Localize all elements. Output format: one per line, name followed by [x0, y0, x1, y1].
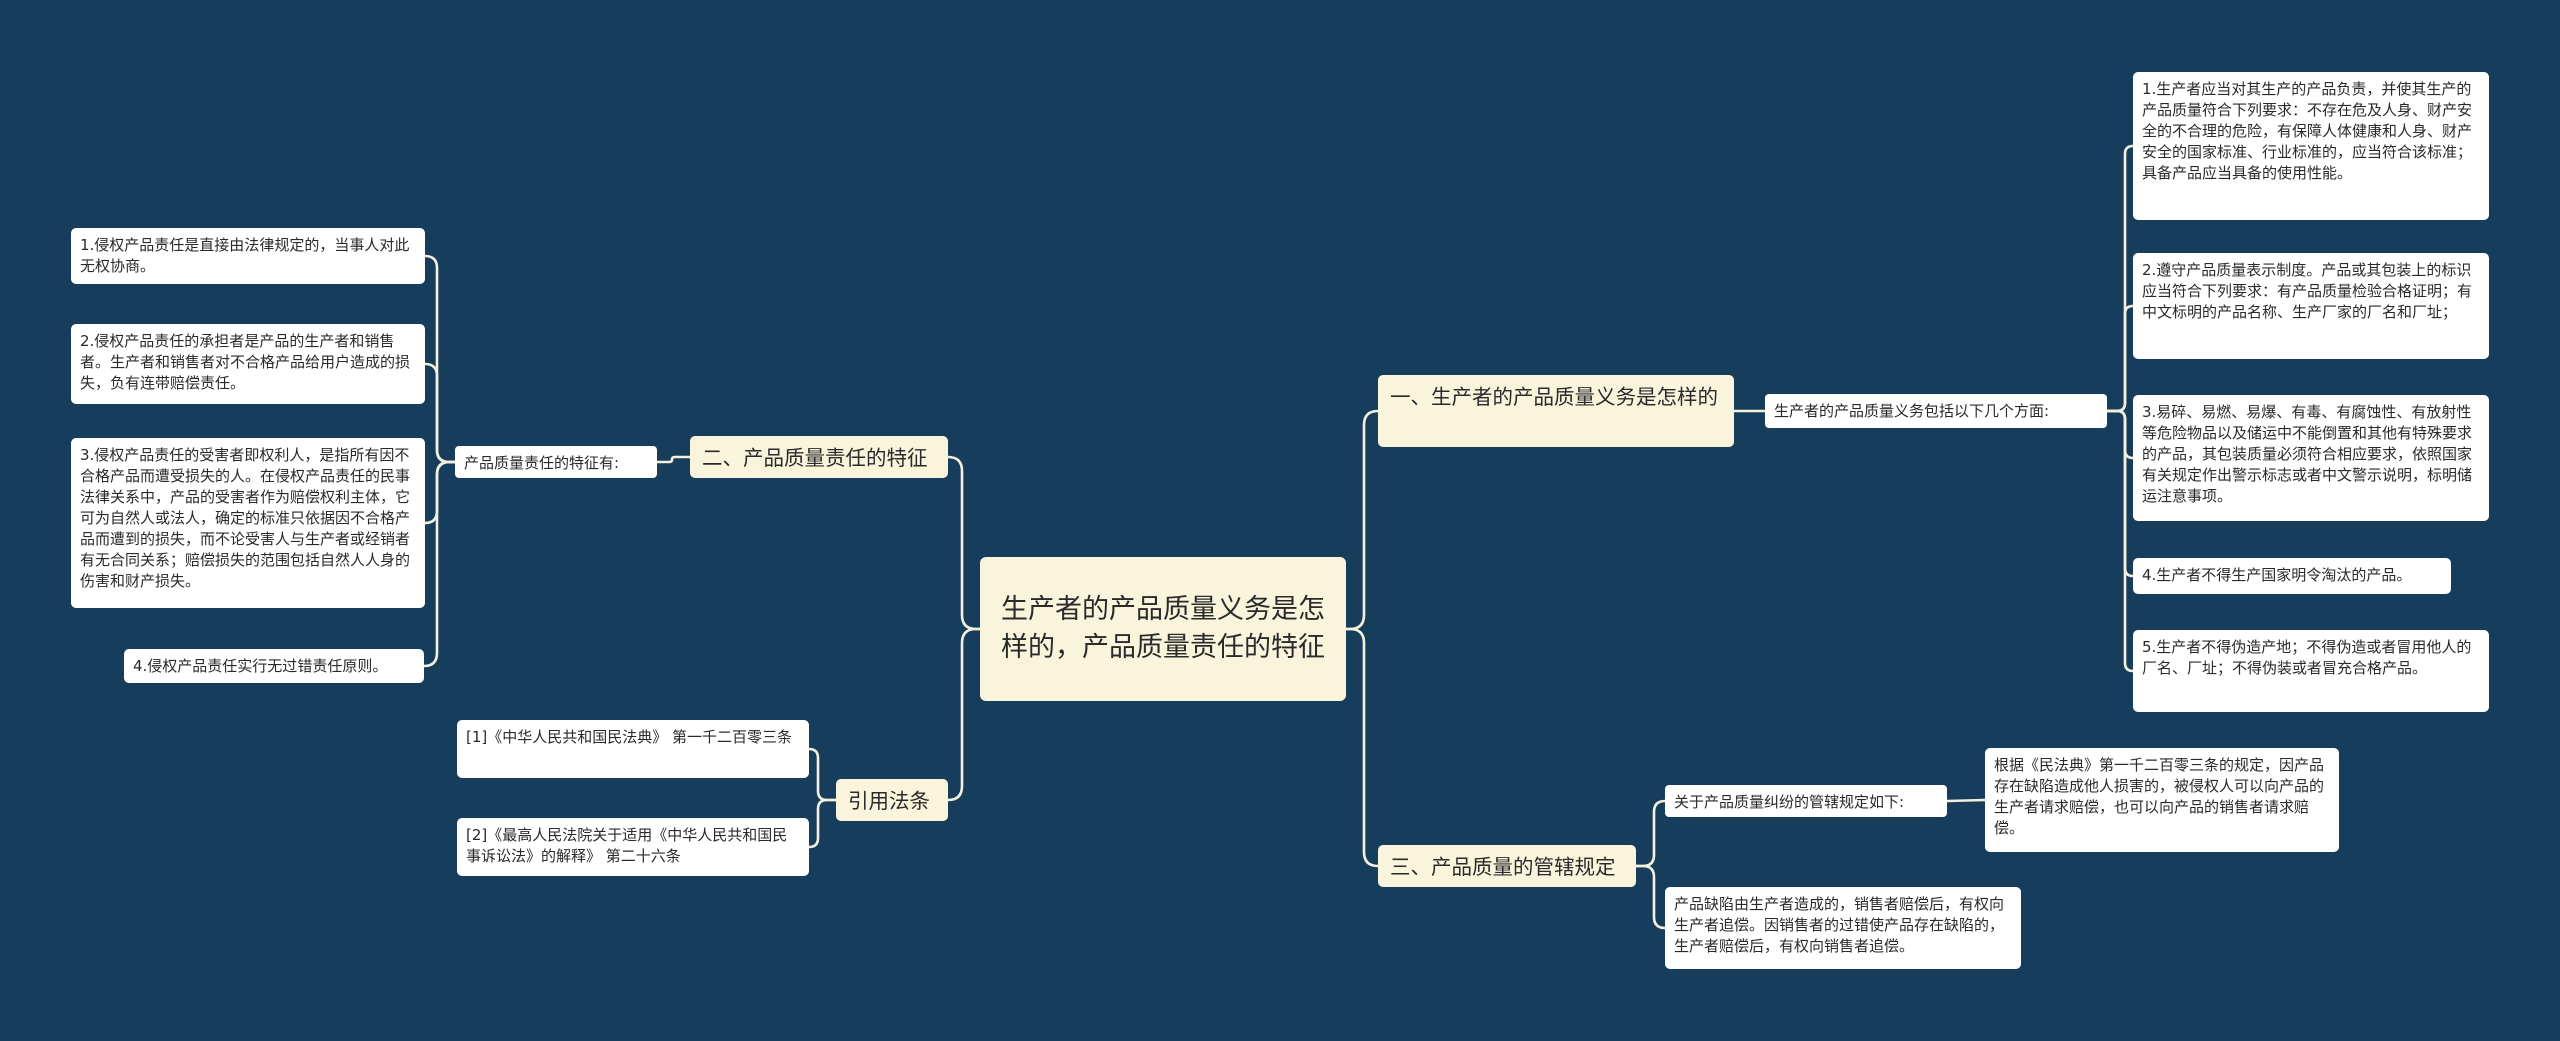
connector-3	[2107, 144, 2134, 413]
branch-law[interactable]: 引用法条	[836, 779, 948, 821]
branch-features[interactable]: 二、产品质量责任的特征	[690, 436, 948, 478]
connector-12	[947, 627, 980, 802]
connector-5	[2107, 409, 2134, 460]
connector-16	[424, 460, 455, 525]
obligation-item-3[interactable]: 3.易碎、易燃、易爆、有毒、有腐蚀性、有放射性等危险物品以及储运中不能倒置和其他…	[2133, 395, 2489, 521]
branch-jurisdiction[interactable]: 三、产品质量的管辖规定	[1378, 845, 1636, 887]
features-item-1[interactable]: 1.侵权产品责任是直接由法律规定的，当事人对此无权协商。	[71, 228, 425, 284]
connector-9	[1636, 864, 1666, 930]
connector-6	[2107, 409, 2134, 578]
connector-17	[423, 460, 455, 668]
connector-18	[808, 747, 836, 802]
law-item-1[interactable]: [1]《中华人民共和国民法典》 第一千二百零三条	[457, 720, 809, 778]
features-item-4[interactable]: 4.侵权产品责任实行无过错责任原则。	[124, 649, 424, 683]
connector-1	[1346, 627, 1379, 868]
connector-0	[1346, 409, 1379, 631]
connector-11	[947, 455, 980, 631]
features-item-3[interactable]: 3.侵权产品责任的受害者即权利人，是指所有因不合格产品而遭受损失的人。在侵权产品…	[71, 438, 425, 608]
features-label[interactable]: 产品质量责任的特征有:	[455, 446, 657, 478]
connector-15	[424, 362, 455, 464]
obligation-item-1[interactable]: 1.生产者应当对其生产的产品负责，并使其生产的产品质量符合下列要求：不存在危及人…	[2133, 72, 2489, 220]
root-topic[interactable]: 生产者的产品质量义务是怎样的，产品质量责任的特征	[980, 557, 1346, 701]
obligation-item-5[interactable]: 5.生产者不得伪造产地；不得伪造或者冒用他人的厂名、厂址；不得伪装或者冒充合格产…	[2133, 630, 2489, 712]
connector-13	[657, 455, 690, 464]
branch-obligation[interactable]: 一、生产者的产品质量义务是怎样的	[1378, 375, 1734, 447]
obligation-label[interactable]: 生产者的产品质量义务包括以下几个方面:	[1765, 394, 2107, 428]
obligation-item-4[interactable]: 4.生产者不得生产国家明令淘汰的产品。	[2133, 558, 2451, 594]
connector-19	[808, 798, 836, 849]
connector-14	[424, 254, 455, 464]
jurisdiction-label-item[interactable]: 根据《民法典》第一千二百零三条的规定，因产品存在缺陷造成他人损害的，被侵权人可以…	[1985, 748, 2339, 852]
connector-4	[2107, 304, 2134, 413]
connector-8	[1636, 799, 1666, 868]
obligation-item-2[interactable]: 2.遵守产品质量表示制度。产品或其包装上的标识应当符合下列要求：有产品质量检验合…	[2133, 253, 2489, 359]
jurisdiction-item[interactable]: 产品缺陷由生产者造成的，销售者赔偿后，有权向生产者追偿。因销售者的过错使产品存在…	[1665, 887, 2021, 969]
connector-10	[1946, 798, 1986, 803]
law-item-2[interactable]: [2]《最高人民法院关于适用《中华人民共和国民事诉讼法》的解释》 第二十六条	[457, 818, 809, 876]
connector-7	[2107, 409, 2134, 673]
jurisdiction-label[interactable]: 关于产品质量纠纷的管辖规定如下:	[1665, 785, 1947, 817]
features-item-2[interactable]: 2.侵权产品责任的承担者是产品的生产者和销售者。生产者和销售者对不合格产品给用户…	[71, 324, 425, 404]
